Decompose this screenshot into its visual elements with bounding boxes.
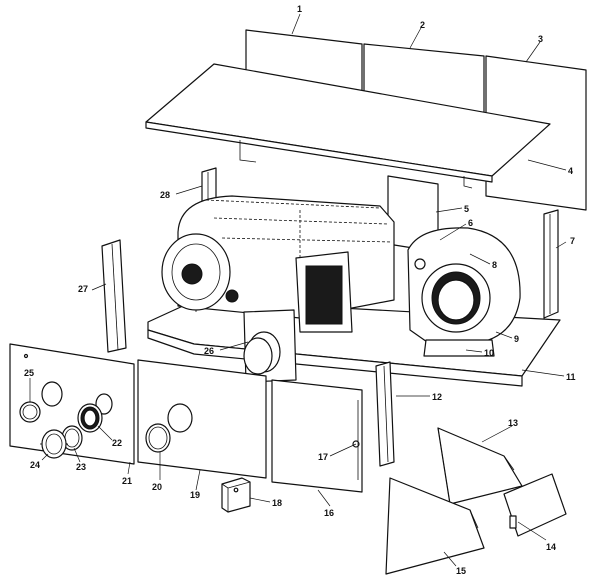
blower-housing <box>407 227 521 357</box>
callout-23: 23 <box>76 462 86 472</box>
callout-1: 1 <box>297 4 302 14</box>
callout-20: 20 <box>152 482 162 492</box>
callout-4: 4 <box>568 166 573 176</box>
right-corner-post <box>543 209 559 319</box>
top-cover-panel <box>145 63 551 189</box>
callout-16: 16 <box>324 508 334 518</box>
callout-27: 27 <box>78 284 88 294</box>
callout-6: 6 <box>468 218 473 228</box>
callout-13: 13 <box>508 418 518 428</box>
leader-lines <box>29 13 567 567</box>
heat-exchanger-housing <box>161 195 395 333</box>
callout-12: 12 <box>432 392 442 402</box>
access-door-panel <box>271 379 363 493</box>
sight-glass-cap <box>40 429 68 459</box>
callout-5: 5 <box>464 204 469 214</box>
callout-25: 25 <box>24 368 34 378</box>
callout-14: 14 <box>546 542 556 552</box>
callout-21: 21 <box>122 476 132 486</box>
callout-18: 18 <box>272 498 282 508</box>
front-right-post <box>375 361 395 467</box>
junction-block <box>221 477 251 513</box>
callout-8: 8 <box>492 260 497 270</box>
callout-28: 28 <box>160 190 170 200</box>
front-center-panel <box>137 359 267 479</box>
callout-11: 11 <box>566 372 576 382</box>
callout-15: 15 <box>456 566 466 576</box>
mounting-bracket <box>503 473 567 537</box>
callout-24: 24 <box>30 460 40 470</box>
left-side-post <box>101 239 127 353</box>
callout-9: 9 <box>514 334 519 344</box>
filter-rack <box>385 477 485 575</box>
gasket-ring <box>77 403 103 433</box>
callout-10: 10 <box>484 348 494 358</box>
callout-7: 7 <box>570 236 575 246</box>
callout-3: 3 <box>538 34 543 44</box>
callout-2: 2 <box>420 20 425 30</box>
callout-22: 22 <box>112 438 122 448</box>
callout-17: 17 <box>318 452 328 462</box>
flue-collar-plate <box>243 309 297 383</box>
callout-26: 26 <box>204 346 214 356</box>
callout-19: 19 <box>190 490 200 500</box>
front-left-panel <box>9 343 135 465</box>
